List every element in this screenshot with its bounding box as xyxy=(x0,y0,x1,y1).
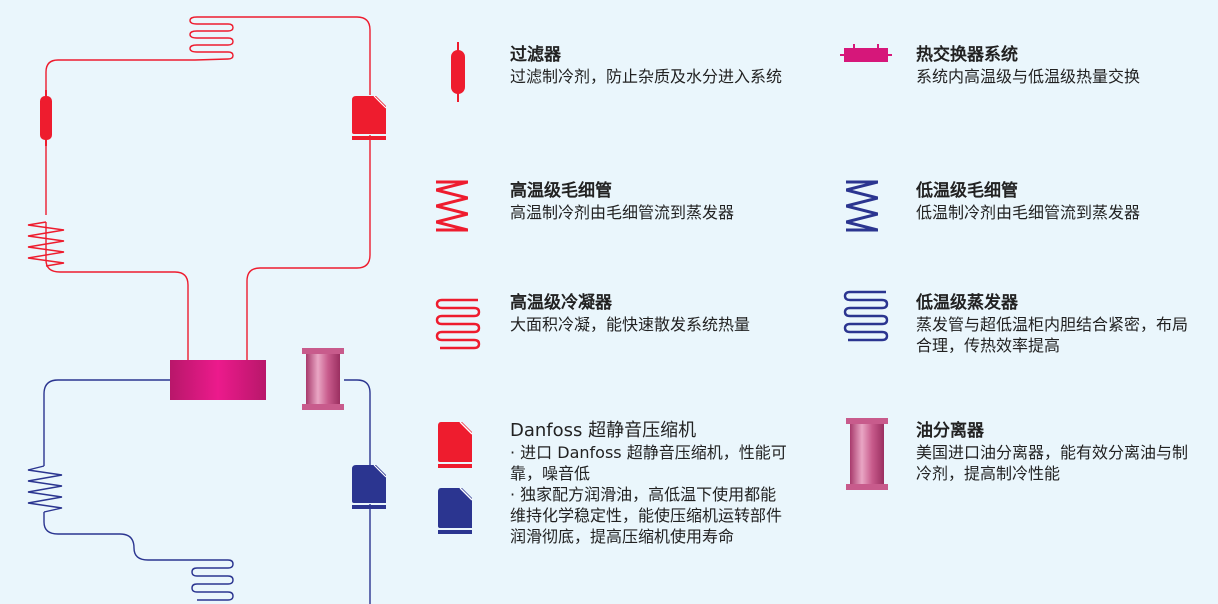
high-temp-compressor xyxy=(352,95,387,140)
blue-evaporator-icon xyxy=(843,290,889,342)
compressor-desc-2: · 独家配方润滑油，高低温下使用都能维持化学稳定性，能使压缩机运转部件润滑彻底，… xyxy=(510,485,783,546)
heat-exchanger-icon xyxy=(840,44,892,62)
compressor-desc-1: · 进口 Danfoss 超静音压缩机，性能可靠，噪音低 xyxy=(510,443,787,483)
heat-exchanger-title: 热交换器系统 xyxy=(916,45,1018,65)
high-capillary-desc: 高温制冷剂由毛细管流到蒸发器 xyxy=(510,203,735,222)
high-temp-capillary xyxy=(27,221,65,267)
low-temp-compressor xyxy=(352,464,387,509)
high-temp-filter xyxy=(40,90,52,146)
filter-title: 过滤器 xyxy=(510,45,561,65)
oil-separator-title: 油分离器 xyxy=(916,421,984,441)
oil-separator xyxy=(302,348,344,410)
oil-separator-desc: 美国进口油分离器，能有效分离油与制冷剂，提高制冷性能 xyxy=(916,443,1189,483)
low-temp-capillary xyxy=(27,465,63,513)
low-capillary-title: 低温级毛细管 xyxy=(916,181,1018,201)
filter-desc: 过滤制冷剂，防止杂质及水分进入系统 xyxy=(510,67,783,86)
blue-coil-icon xyxy=(846,180,878,232)
high-capillary-title: 高温级毛细管 xyxy=(510,181,612,201)
high-condenser-desc: 大面积冷凝，能快速散发系统热量 xyxy=(510,315,751,334)
high-temp-condenser xyxy=(189,16,234,61)
compressor-title: Danfoss 超静音压缩机 xyxy=(510,420,697,441)
compressor-icon xyxy=(438,421,473,534)
high-temp-loop xyxy=(45,16,371,360)
filter-icon xyxy=(451,42,465,102)
heat-exchanger-desc: 系统内高温级与低温级热量交换 xyxy=(916,67,1141,86)
red-condenser-icon xyxy=(435,298,481,350)
high-condenser-title: 高温级冷凝器 xyxy=(510,293,612,313)
oil-separator-icon xyxy=(846,418,888,490)
low-evaporator-title: 低温级蒸发器 xyxy=(916,293,1018,313)
low-temp-loop xyxy=(43,379,371,604)
red-coil-icon xyxy=(436,180,468,232)
low-capillary-desc: 低温制冷剂由毛细管流到蒸发器 xyxy=(916,203,1141,222)
low-evaporator-desc: 蒸发管与超低温柜内胆结合紧密，布局合理，传热效率提高 xyxy=(916,315,1189,355)
heat-exchanger xyxy=(170,360,266,400)
refrigeration-circuit-diagram xyxy=(27,16,387,604)
low-temp-evaporator xyxy=(191,559,234,601)
